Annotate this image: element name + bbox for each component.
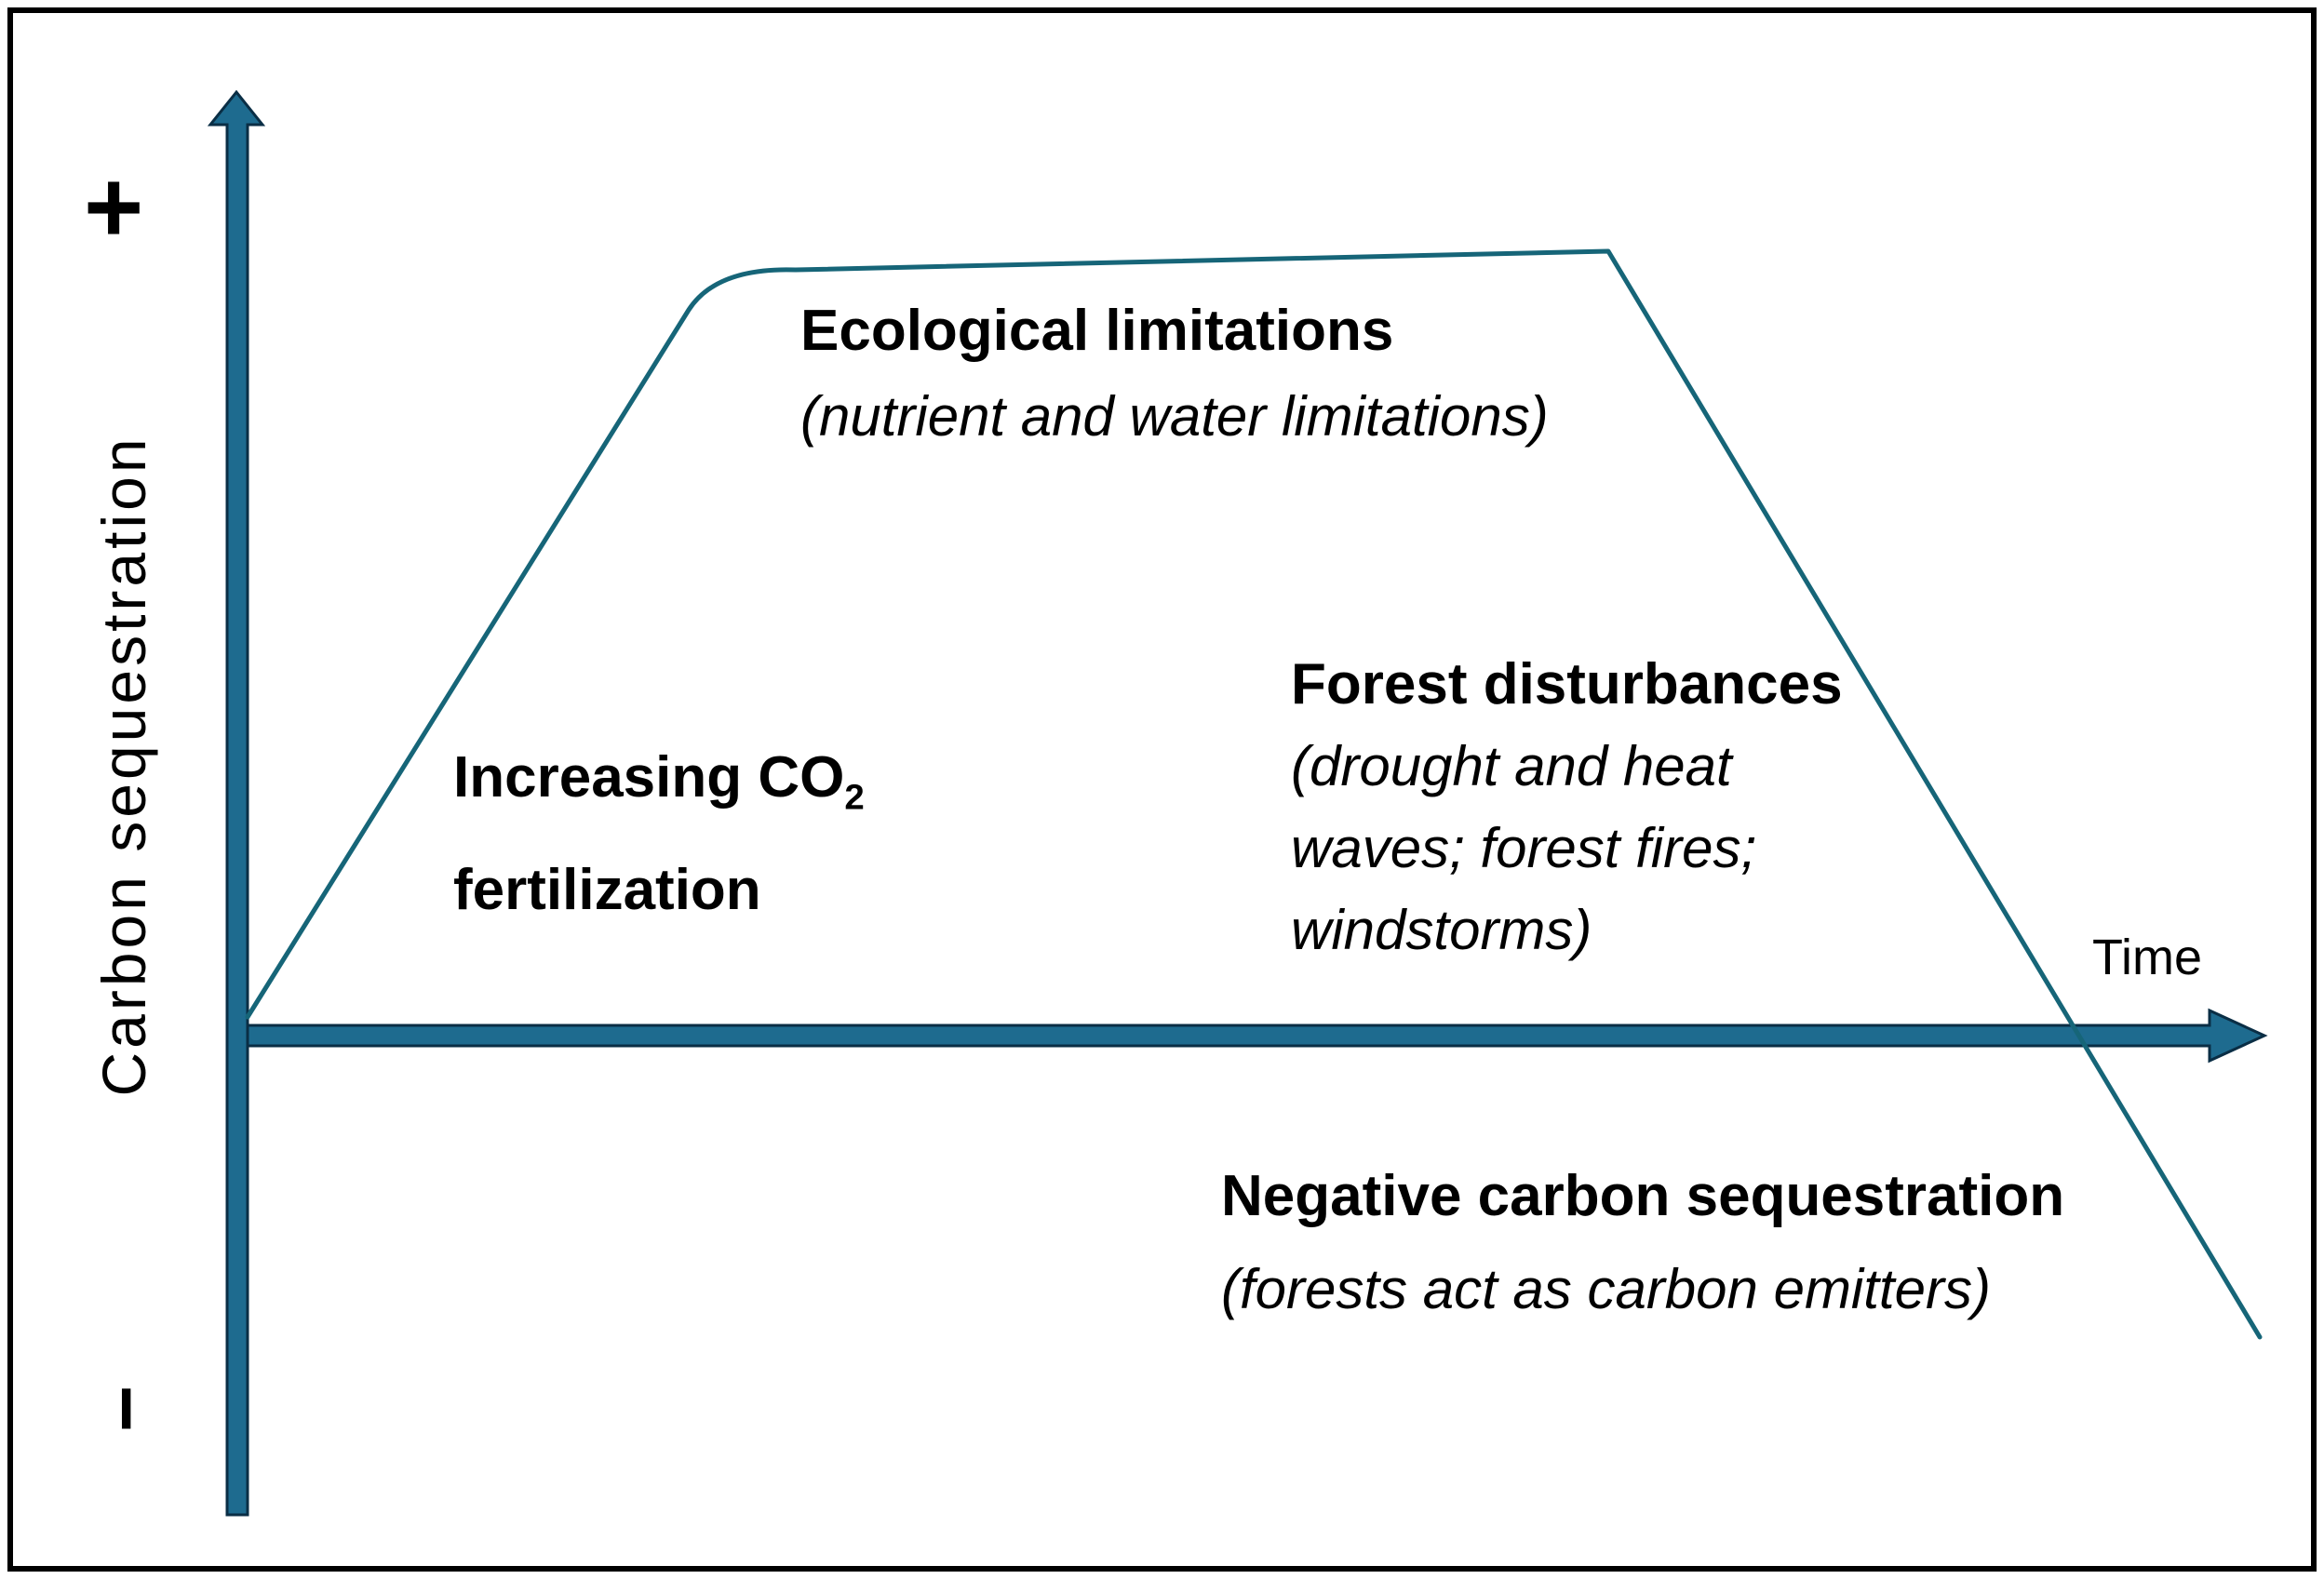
y-axis-minus-label: − bbox=[82, 1385, 171, 1433]
y-axis-title: Carbon sequestration bbox=[89, 435, 158, 1097]
x-axis-title: Time bbox=[2092, 930, 2202, 985]
x-axis-arrow bbox=[225, 1008, 2268, 1064]
annotation-title-text: Increasing CO bbox=[453, 745, 845, 810]
y-axis-arrow bbox=[207, 89, 266, 1517]
y-axis-plus-label: + bbox=[84, 150, 144, 264]
annotation-ecological-limitations: Ecological limitations (nutrient and wat… bbox=[800, 288, 1549, 460]
annotation-detail-line2: waves; forest fires; bbox=[1291, 817, 1757, 879]
annotation-detail-line3: windstorms) bbox=[1291, 899, 1592, 961]
annotation-co2-fertilization: Increasing CO2 fertilization bbox=[453, 731, 865, 937]
annotation-negative-sequestration: Negative carbon sequestration (forests a… bbox=[1221, 1150, 2064, 1336]
annotation-detail: (forests act as carbon emitters) bbox=[1221, 1258, 1991, 1320]
annotation-detail: (nutrient and water limitations) bbox=[800, 385, 1549, 448]
annotation-title: Ecological limitations bbox=[800, 299, 1394, 363]
annotation-title: Negative carbon sequestration bbox=[1221, 1164, 2065, 1228]
annotation-title: Forest disturbances bbox=[1291, 652, 1843, 716]
annotation-title: Increasing CO2 bbox=[453, 731, 865, 844]
sequestration-curve bbox=[245, 248, 2263, 1340]
annotation-title-line2: fertilization bbox=[453, 858, 761, 923]
co2-subscript: 2 bbox=[844, 777, 865, 818]
annotation-detail-line1: (drought and heat bbox=[1291, 735, 1732, 797]
annotation-forest-disturbances: Forest disturbances (drought and heat wa… bbox=[1291, 644, 1843, 971]
